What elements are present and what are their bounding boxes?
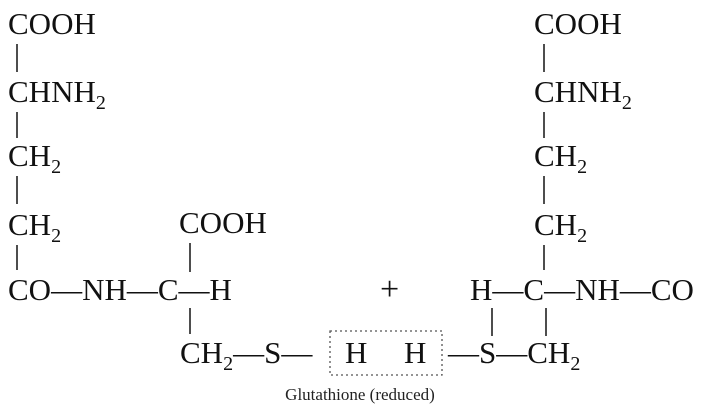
right-s-ch2: —S—CH2 [447, 335, 580, 375]
hydrogen-pair-box [329, 330, 443, 376]
left-ch2-a: CH2 [8, 138, 61, 178]
hydrogen-left: H [345, 335, 367, 370]
plus-sign: + [380, 271, 399, 308]
left-co-nh-c-h: CO—NH—C—H [8, 272, 232, 307]
right-ch2-a: CH2 [534, 138, 587, 178]
left-cooh: COOH [8, 6, 96, 41]
middle-ch2-s: CH2—S— [180, 335, 313, 375]
diagram-caption: Glutathione (reduced) [285, 385, 435, 404]
right-h-c-nh-co: H—C—NH—CO [470, 272, 694, 307]
right-cooh: COOH [534, 6, 622, 41]
left-ch2-b: CH2 [8, 207, 61, 247]
right-ch2-b: CH2 [534, 207, 587, 247]
hydrogen-right: H [404, 335, 426, 370]
middle-cooh: COOH [179, 205, 267, 240]
right-chnh2: CHNH2 [534, 74, 632, 114]
left-chnh2: CHNH2 [8, 74, 106, 114]
